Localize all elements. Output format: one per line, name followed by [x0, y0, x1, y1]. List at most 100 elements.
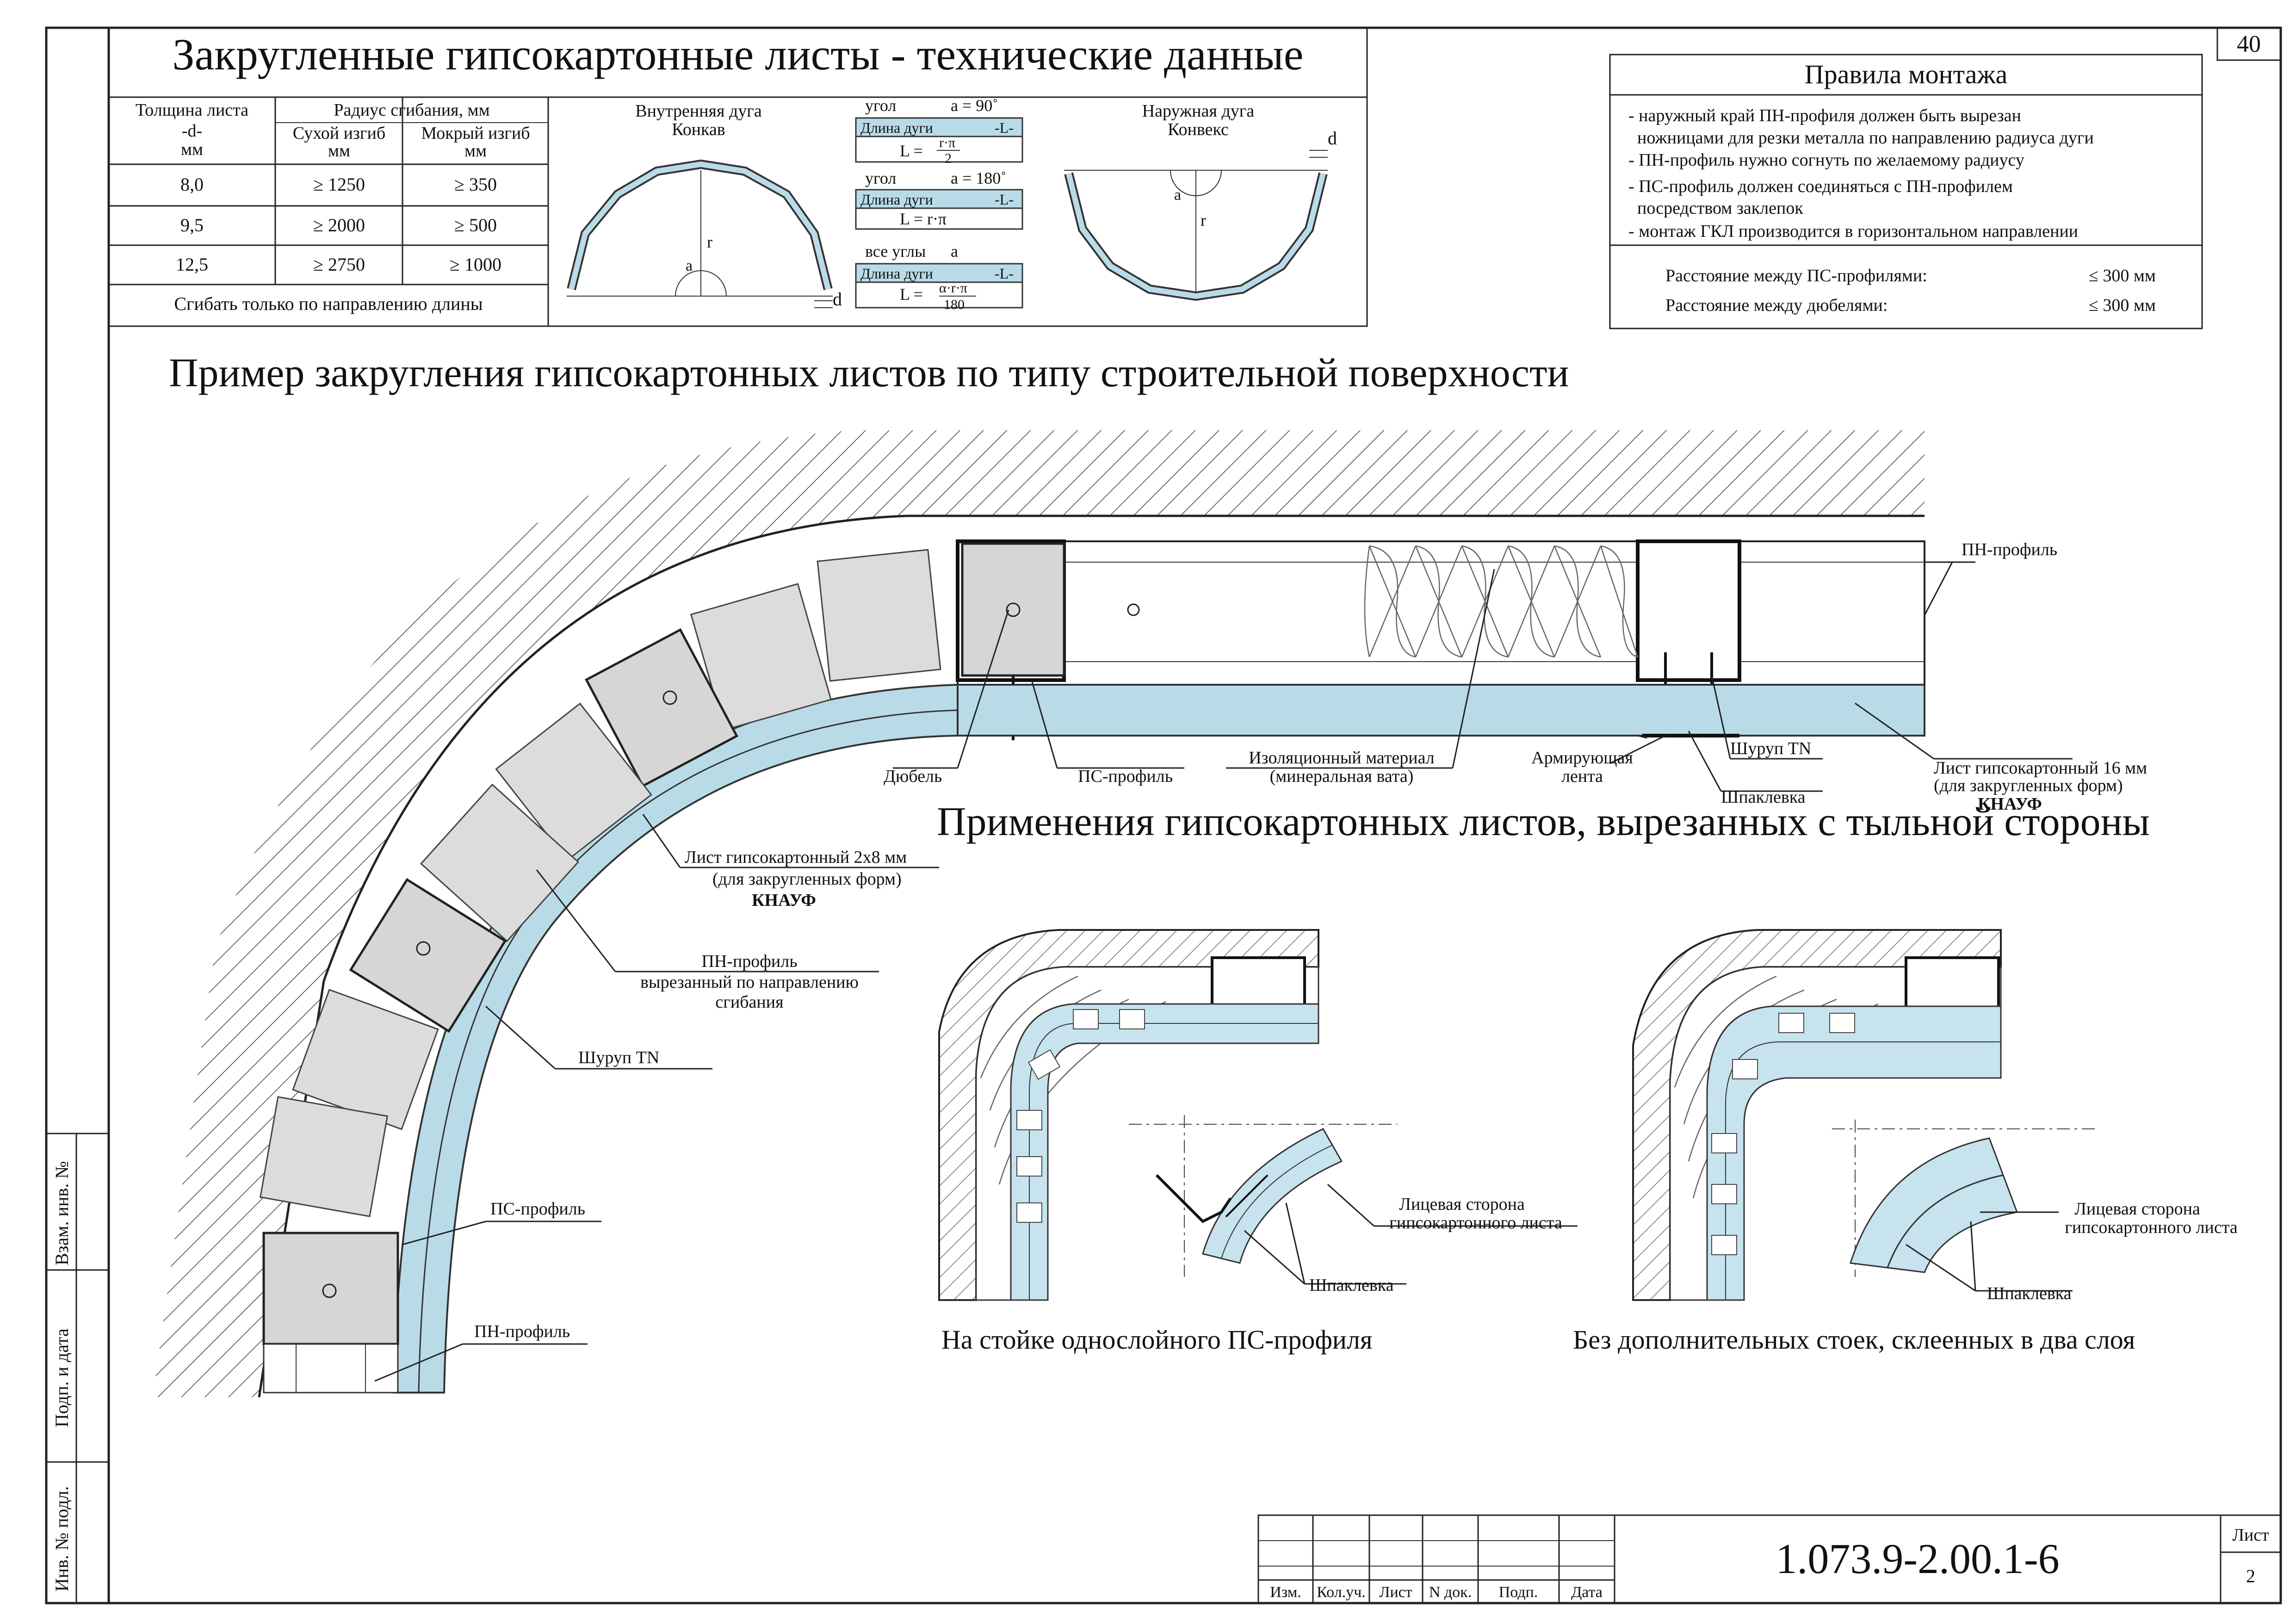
detail-right-zoom — [1832, 1120, 2096, 1277]
label-pn-cut1: ПН-профиль — [701, 952, 797, 971]
stamp-vzam: Взам. инв. № — [51, 1161, 72, 1265]
document-code: 1.073.9-2.00.1-6 — [1776, 1535, 2059, 1582]
outer-arc-a: a — [1174, 186, 1181, 204]
rules-item: ножницами для резки металла по направлен… — [1628, 128, 2094, 148]
main-title: Пример закругления гипсокартонных листов… — [169, 351, 1569, 396]
formula2-len-label: Длина дуги — [860, 191, 933, 208]
table-cell: ≥ 1000 — [450, 254, 501, 275]
label-insulation2: (минеральная вата) — [1270, 767, 1414, 786]
left-caption: На стойке однослойного ПС-профиля — [941, 1325, 1373, 1355]
title-block — [1257, 1514, 2282, 1604]
formula3-left: L = — [900, 285, 923, 304]
outer-arc-d: d — [1328, 128, 1337, 149]
leader-lines — [374, 561, 2073, 1382]
gkl-curved-outer — [392, 683, 959, 1394]
label-pn-cut2: вырезанный по направлению — [640, 973, 859, 992]
detail-right — [1632, 929, 2002, 1301]
label-screw-tn: Шуруп TN — [578, 1048, 659, 1067]
formula1-den: 2 — [945, 151, 952, 166]
formula3-len-label: Длина дуги — [860, 265, 933, 282]
formula2-left: L = r·π — [900, 210, 947, 228]
spacing-value: ≤ 300 мм — [2089, 296, 2156, 315]
rules-item: - ПС-профиль должен соединяться с ПН-про… — [1628, 177, 2013, 196]
label-shpaklevka-top: Шпаклевка — [1721, 787, 1806, 807]
formula1-left: L = — [900, 142, 923, 160]
rules-item: посредством заклепок — [1628, 198, 1803, 218]
label-screw-tn-top: Шуруп TN — [1730, 739, 1811, 758]
table-col3-line2: мм — [464, 141, 487, 161]
table-col2-line2: мм — [328, 141, 350, 161]
table-cell: 12,5 — [176, 254, 208, 275]
header-title: Закругленные гипсокартонные листы - техн… — [173, 30, 1304, 79]
table-footer: Сгибать только по направлению длины — [174, 293, 483, 314]
right-face2: гипсокартонного листа — [2065, 1218, 2238, 1237]
gkl-16-straight — [957, 684, 1925, 737]
table-cell: ≥ 2750 — [313, 254, 365, 275]
section2-title: Применения гипсокартонных листов, выреза… — [937, 799, 2150, 844]
label-ps-profile: ПС-профиль — [1078, 767, 1173, 786]
rules-box — [1609, 54, 2203, 329]
stamp-podp: Подп. и дата — [51, 1328, 72, 1427]
rules-item: - ПН-профиль нужно согнуть по желаемому … — [1628, 150, 2024, 170]
table-cell: ≥ 1250 — [313, 174, 365, 195]
tb-col-kolich: Кол.уч. — [1317, 1584, 1366, 1601]
straight-wall-assembly — [956, 539, 1925, 740]
table-col1-line3: мм — [181, 140, 203, 159]
inner-arc-diagram — [567, 159, 833, 308]
label-gkl16-2: (для закругленных форм) — [1934, 776, 2123, 795]
left-face2: гипсокартонного листа — [1389, 1213, 1562, 1233]
table-col1-line2: -d- — [182, 121, 202, 141]
spacing-value: ≤ 300 мм — [2089, 266, 2156, 285]
label-gkl16-1: Лист гипсокартонный 16 мм — [1934, 758, 2147, 778]
label-pn-top: ПН-профиль — [1962, 540, 2057, 559]
inner-arc-title2: Конкав — [672, 120, 725, 139]
label-pn-cut3: сгибания — [715, 992, 783, 1012]
tech-data-box — [108, 27, 1368, 327]
table-col1-line1: Толщина листа — [136, 100, 248, 120]
table-col3-line1: Мокрый изгиб — [421, 124, 530, 143]
left-face1: Лицевая сторона — [1399, 1195, 1525, 1214]
side-stamp — [45, 1133, 110, 1604]
spacing-label: Расстояние между ПС-профилями: — [1665, 266, 1927, 285]
table-row: 9,5 ≥ 2000 ≥ 500 — [180, 215, 497, 235]
label-gkl2x8-2: (для закругленных форм) — [712, 869, 902, 889]
detail-left — [938, 929, 1319, 1301]
rules-item: - наружный край ПН-профиля должен быть в… — [1628, 106, 2021, 125]
outer-arc-title2: Конвекс — [1168, 120, 1229, 139]
inner-arc-a: a — [686, 257, 693, 274]
table-col2-line1: Сухой изгиб — [293, 124, 385, 143]
label-insulation1: Изоляционный материал — [1249, 748, 1435, 768]
formula1-len-sym: -L- — [995, 119, 1014, 136]
stamp-inv: Инв. № подл. — [51, 1486, 72, 1592]
formula1-angle-value: a = 90˚ — [951, 96, 998, 115]
table-col-group: Радиус сгибания, мм — [334, 100, 489, 120]
label-ps-profile-low: ПС-профиль — [490, 1199, 585, 1219]
outer-arc-title1: Наружная дуга — [1142, 101, 1255, 121]
tb-sheet-number: 2 — [2246, 1566, 2255, 1586]
tb-col-data: Дата — [1571, 1584, 1603, 1601]
table-cell: ≥ 350 — [454, 174, 497, 195]
outer-arc-r: r — [1201, 211, 1206, 229]
left-putty: Шпаклевка — [1309, 1276, 1394, 1295]
formula3-angle-label: все углы — [865, 242, 926, 260]
label-gkl2x8-1: Лист гипсокартонный 2х8 мм — [685, 848, 907, 867]
formula3-den: 180 — [944, 297, 965, 312]
table-cell: 9,5 — [180, 215, 204, 235]
formula3-num: α·r·π — [939, 280, 967, 296]
outer-arc-diagram — [1064, 150, 1328, 301]
rules-item: - монтаж ГКЛ производится в горизонтальн… — [1628, 222, 2078, 241]
formula3-len-sym: -L- — [995, 265, 1014, 282]
detail-right-leaders — [1906, 1211, 2073, 1292]
tb-col-podp: Подп. — [1499, 1584, 1538, 1601]
label-pn-profile-low: ПН-профиль — [474, 1322, 570, 1341]
page-number: 40 — [2237, 31, 2261, 57]
table-row: 12,5 ≥ 2750 ≥ 1000 — [176, 254, 501, 275]
detail-left-leaders — [1244, 1183, 1578, 1285]
table-cell: ≥ 2000 — [313, 215, 365, 235]
formula1-num: r·π — [939, 135, 955, 150]
wall-edge — [258, 514, 1925, 1398]
formula2-len-sym: -L- — [995, 191, 1014, 208]
label-gkl16-3: КНАУФ — [1978, 794, 2042, 814]
right-caption: Без дополнительных стоек, склеенных в дв… — [1573, 1325, 2135, 1355]
formula2-angle-value: a = 180˚ — [951, 169, 1006, 187]
